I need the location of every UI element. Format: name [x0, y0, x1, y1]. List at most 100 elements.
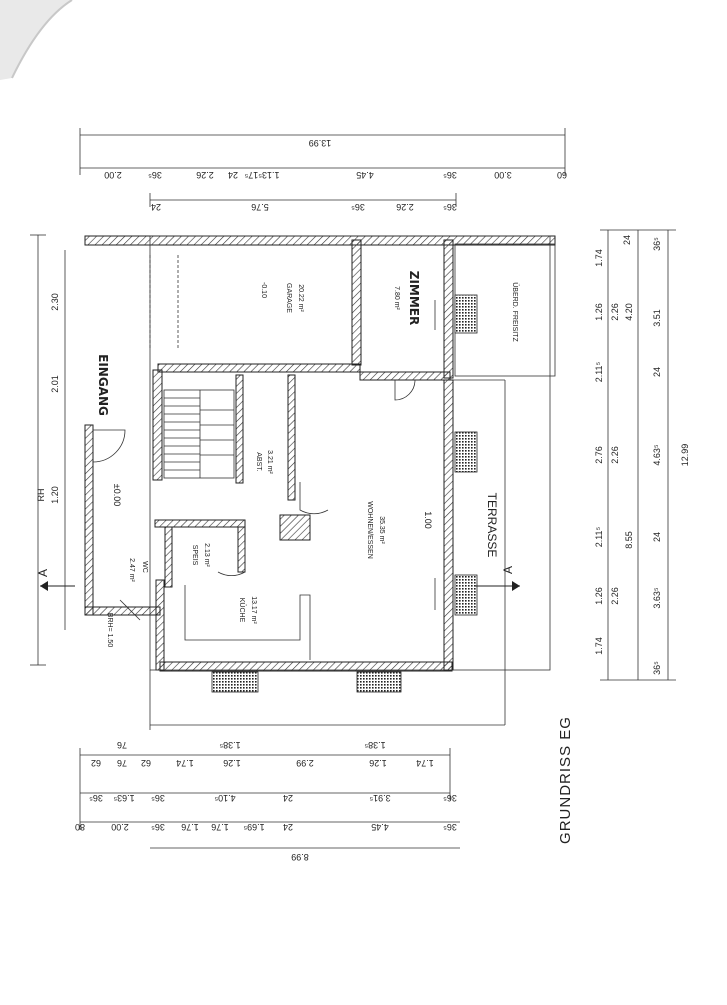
eingang-label: EINGANG: [96, 354, 110, 416]
garage-label: GARAGE: [285, 283, 292, 313]
dim-right-420: 4.20: [624, 303, 634, 321]
right-dim-texts: 1.74 1.26 2.11⁵ 2.76 2.11⁵ 1.26 1.74 24 …: [594, 235, 690, 675]
dim-bottom-r2-6: 1.26: [369, 758, 387, 768]
dim-right-c1-4: 2.11⁵: [594, 526, 604, 547]
level-100: 1.00: [423, 511, 433, 529]
dim-right-c3-2: 24: [652, 367, 662, 377]
speis-area: 2.13 m²: [203, 543, 210, 567]
dim-bottom-r4-5: 1.69⁵: [243, 822, 265, 832]
dim-top-r2-1: 5.76: [251, 202, 269, 212]
abst-area: 3.21 m²: [266, 450, 273, 474]
dim-top-r1-3: 24: [228, 170, 238, 180]
dim-bottom-r4-6: 24: [283, 822, 293, 832]
walls: [84, 235, 556, 672]
dim-top-r1-8: 60: [557, 170, 567, 180]
dim-bottom-outer: 8.99: [291, 852, 309, 862]
staircase: [163, 389, 235, 479]
left-dimension-lines: [30, 234, 46, 666]
wc-label: WC: [141, 561, 148, 573]
dim-right-c1-6: 1.74: [594, 637, 604, 655]
dim-top-r2-4: 36⁵: [443, 202, 457, 212]
kueche-area: 13.17 m²: [250, 596, 257, 624]
dim-top-r2-0: 24: [151, 202, 161, 212]
dim-left-0: 2.30: [50, 293, 60, 311]
dim-right-c3-6: 36⁵: [652, 661, 662, 675]
garage-level: -0.10: [260, 282, 267, 298]
dim-right-c3-4: 24: [652, 532, 662, 542]
dim-right-c3-3: 4.63⁵: [652, 444, 662, 466]
dim-top-r1-4: 1.13⁵17⁵: [244, 170, 279, 180]
top-dimension-lines: [79, 128, 566, 207]
zimmer-label: ZIMMER: [407, 271, 421, 326]
section-marker-right: A: [475, 566, 520, 591]
thin-outlines: [64, 235, 556, 730]
dim-right-c1-5: 1.26: [594, 587, 604, 605]
windows: [211, 294, 478, 693]
dim-bottom-r4-7: 4.45: [371, 822, 389, 832]
doors: [92, 300, 436, 621]
dim-right-c1-0: 1.74: [594, 249, 604, 267]
page-curl: [0, 0, 72, 80]
wohnen-area: 35.35 m²: [378, 516, 385, 544]
dim-right-c2-4: 2.26: [610, 587, 620, 605]
dim-top-r1-0: 2.00: [104, 170, 122, 180]
section-marker-left-label: A: [36, 569, 50, 577]
wc-area: 2.47 m²: [128, 558, 135, 582]
dim-top-r2-3: 2.26: [396, 202, 414, 212]
abst-label: ABST.: [255, 452, 262, 472]
dim-bottom-r2-7: 1.74: [416, 758, 434, 768]
dim-bottom-r4-1: 2.00: [111, 822, 129, 832]
dim-bottom-r4-3: 1.76: [181, 822, 199, 832]
dim-right-c3-1: 3.51: [652, 309, 662, 327]
dim-bottom-r2-5: 2.99: [296, 758, 314, 768]
dim-bottom-r3-5: 3.91⁵: [369, 793, 391, 803]
wohnen-label: WOHNEN/ESSEN: [366, 501, 373, 559]
dim-right-c3-0: 36⁵: [652, 237, 662, 251]
dim-bottom-r1-2: 1.38⁵: [364, 740, 386, 750]
section-marker-right-label: A: [501, 566, 515, 574]
dim-bottom-r2-1: 76: [117, 758, 127, 768]
dim-bottom-r4-2: 36⁵: [151, 822, 165, 832]
dim-top-r1-7: 3.00: [494, 170, 512, 180]
kueche-label: KÜCHE: [238, 598, 246, 623]
garage-area: 20.22 m²: [297, 284, 304, 312]
dim-top-r2-2: 36⁵: [351, 202, 365, 212]
bottom-dim-texts: 76 1.38⁵ 1.38⁵ 62 76 62 1.74 1.26 2.99 1…: [75, 740, 457, 862]
dim-bottom-r3-1: 1.63⁵: [113, 793, 135, 803]
dim-bottom-r3-2: 36⁵: [151, 793, 165, 803]
dim-top-r1-1: 36⁵: [148, 170, 162, 180]
entry-level: ±0.00: [112, 484, 122, 506]
zimmer-area: 7.80 m²: [393, 286, 400, 310]
dim-bottom-r4-0: 80: [75, 822, 85, 832]
dim-bottom-r1-1: 1.38⁵: [219, 740, 241, 750]
rh-label: RH: [36, 489, 46, 502]
dim-right-c1-2: 2.11⁵: [594, 361, 604, 382]
dim-right-total: 12.99: [680, 444, 690, 467]
dim-bottom-r2-2: 62: [141, 758, 151, 768]
dim-left-3: 1.20: [50, 486, 60, 504]
dim-bottom-r4-4: 1.76: [211, 822, 229, 832]
dim-right-c2-0: 24: [622, 235, 632, 245]
dim-right-c1-3: 2.76: [594, 446, 604, 464]
dim-bottom-r4-8: 36⁵: [443, 822, 457, 832]
dim-top-r1-6: 36⁵: [443, 170, 457, 180]
freisitz-label: ÜBERD. FREISITZ: [511, 282, 519, 342]
top-dim-texts: 13.99 2.00 36⁵ 2.26 24 1.13⁵17⁵ 4.45 36⁵…: [104, 138, 567, 212]
brh-label: BRH= 1.50: [106, 613, 113, 648]
bottom-dimension-lines: [79, 748, 460, 849]
dim-top-r1-5: 4.45: [356, 170, 374, 180]
room-labels: GARAGE 20.22 m² -0.10 7.80 m² ZIMMER ÜBE…: [96, 271, 519, 648]
dim-bottom-r1-0: 76: [117, 740, 127, 750]
dim-right-c2-3: 8.55: [624, 531, 634, 549]
dim-right-c1-1: 1.26: [594, 303, 604, 321]
dim-right-c3-5: 3.63⁵: [652, 587, 662, 609]
dim-bottom-r3-3: 4.10⁵: [214, 793, 236, 803]
dim-bottom-r3-4: 24: [283, 793, 293, 803]
dim-bottom-r2-4: 1.26: [223, 758, 241, 768]
dim-left-1: 2.01: [50, 375, 60, 393]
dim-top-outer: 13.99: [309, 138, 332, 148]
dim-top-r1-2: 2.26: [196, 170, 214, 180]
plan-title: GRUNDRISS EG: [557, 716, 574, 844]
